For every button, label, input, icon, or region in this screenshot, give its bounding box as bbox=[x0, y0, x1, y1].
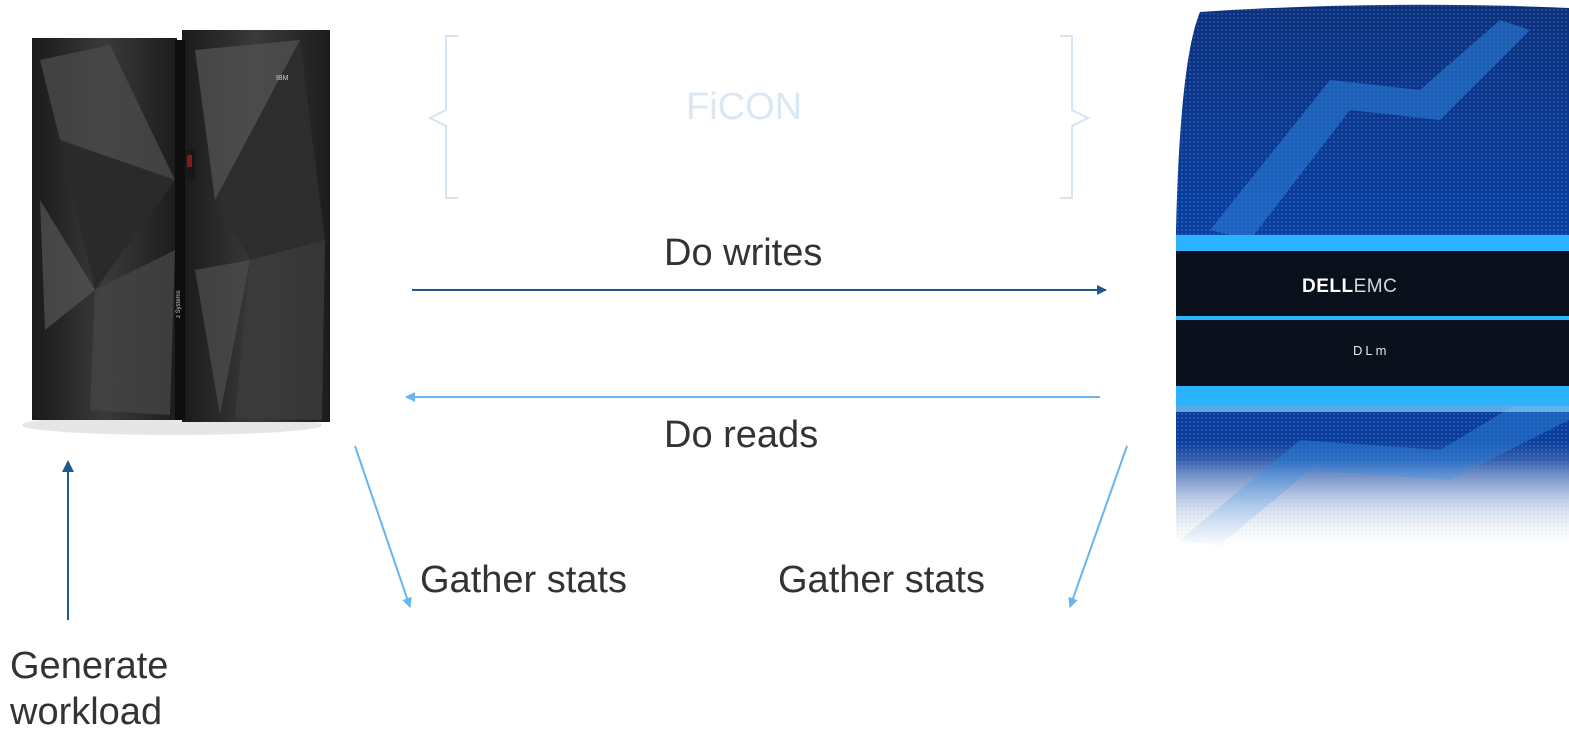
writes-label: Do writes bbox=[664, 232, 823, 274]
storage-brand-bold: DELL bbox=[1302, 276, 1354, 297]
storage-model-label: DLm bbox=[1353, 343, 1390, 358]
mainframe-image bbox=[22, 30, 330, 435]
workload-label-line2: workload bbox=[10, 691, 163, 733]
mainframe-brand-label: IBM bbox=[276, 75, 289, 82]
gather-right-label: Gather stats bbox=[778, 559, 985, 601]
storage-brand-regular: EMC bbox=[1353, 276, 1398, 297]
storage-brand-label: DELLEMC bbox=[1302, 276, 1397, 298]
workload-label-line1: Generate bbox=[10, 645, 169, 687]
gather-left-arrow bbox=[354, 445, 412, 608]
gather-right-arrow bbox=[1068, 445, 1128, 608]
gather-left-label: Gather stats bbox=[420, 559, 627, 601]
ficon-bracket bbox=[427, 35, 1091, 199]
mainframe-side-text: z Systems bbox=[176, 290, 182, 318]
storage-image bbox=[1176, 4, 1569, 551]
workload-label: Generate workload bbox=[10, 643, 168, 735]
reads-label: Do reads bbox=[664, 414, 819, 456]
ficon-label: FiCON bbox=[686, 86, 803, 128]
